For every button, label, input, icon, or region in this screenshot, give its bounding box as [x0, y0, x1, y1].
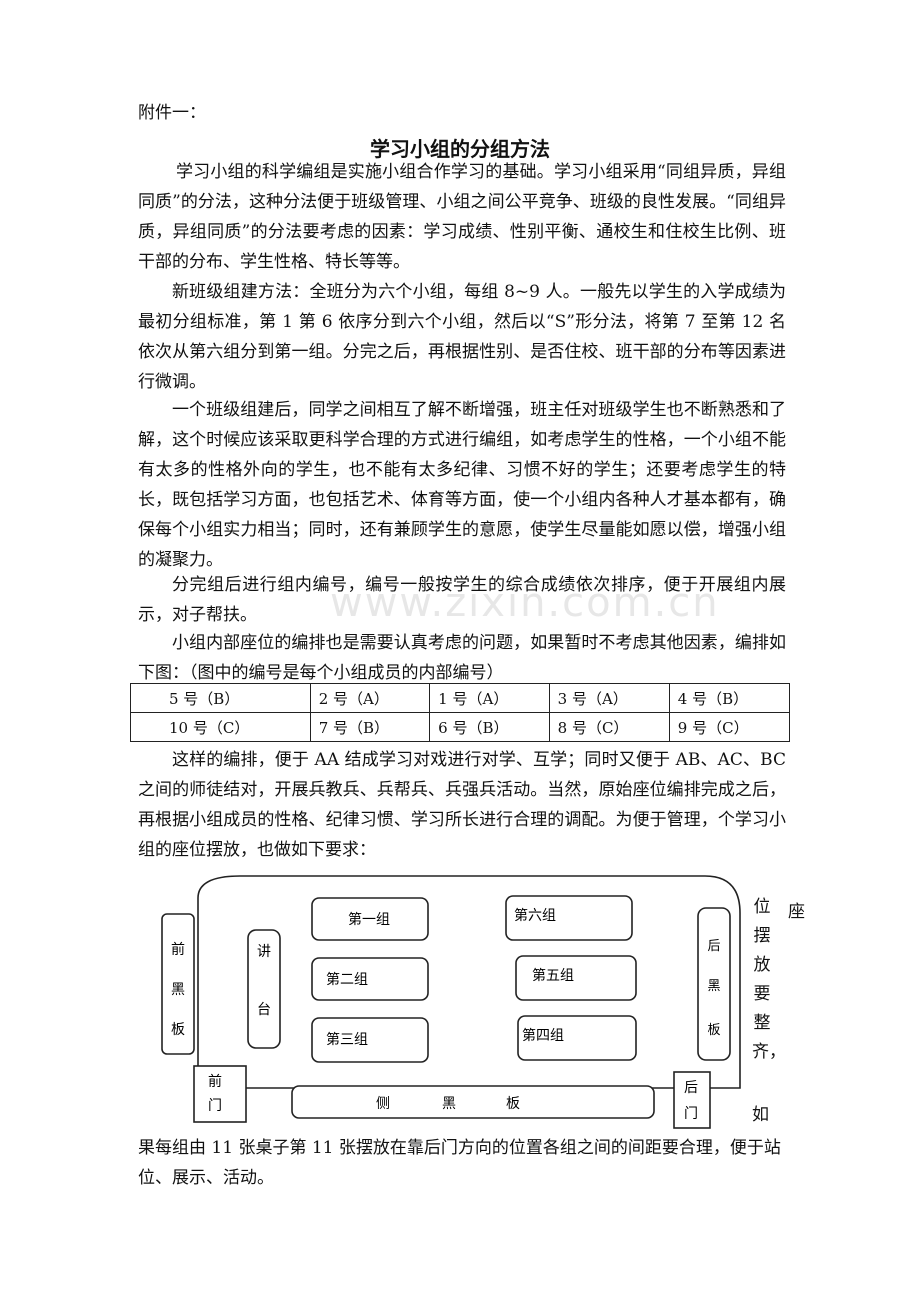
front-door [193, 1065, 247, 1123]
side-board-char: 黑 [442, 1096, 456, 1112]
table-cell: 7 号（B） [309, 712, 431, 742]
group-label: 第三组 [326, 1031, 368, 1048]
side-text-zuo: 座 [788, 902, 805, 922]
vertical-text: 位 摆 放 要 整 齐， [752, 893, 786, 1067]
table-cell: 8 号（C） [548, 712, 670, 742]
podium-char: 台 [257, 1002, 271, 1018]
front-board-char: 板 [171, 1022, 185, 1038]
back-board-char: 后 [707, 939, 720, 954]
podium [247, 929, 281, 1049]
table-row: 5 号（B） 2 号（A） 1 号（A） 3 号（A） 4 号（B） [130, 683, 791, 713]
front-board-char: 黑 [171, 982, 185, 998]
back-blackboard [697, 907, 731, 1061]
front-door-char: 门 [208, 1098, 222, 1114]
table-cell: 1 号（A） [429, 683, 550, 713]
table-cell: 5 号（B） [130, 683, 311, 713]
vertical-char: 要 [753, 984, 771, 1004]
back-door [673, 1071, 711, 1129]
table-row: 10 号（C） 7 号（B） 6 号（B） 8 号（C） 9 号（C） [130, 712, 791, 742]
table-cell: 2 号（A） [309, 683, 431, 713]
classroom-outline [197, 875, 741, 1089]
seat-table: 5 号（B） 2 号（A） 1 号（A） 3 号（A） 4 号（B） 10 号（… [130, 683, 791, 742]
paragraph-pairing: 这样的编排，便于 AA 结成学习对戏进行对学、互学；同时又便于 AB、AC、BC… [138, 750, 786, 860]
side-board-char: 侧 [376, 1096, 390, 1112]
group-label: 第六组 [514, 907, 556, 924]
group-label: 第二组 [326, 971, 368, 988]
table-cell: 3 号（A） [548, 683, 670, 713]
group-box [515, 955, 637, 1001]
front-board-char: 前 [171, 941, 185, 958]
table-cell: 9 号（C） [668, 712, 791, 742]
paragraph-final: 果每组由 11 张桌子第 11 张摆放在靠后门方向的位置各组之间的间距要合理，便… [138, 1138, 781, 1188]
group-box [505, 895, 633, 941]
vertical-char: 位 [753, 897, 771, 917]
podium-char: 讲 [257, 944, 271, 960]
group-box [311, 897, 429, 941]
paragraph-numbering: 分完组后进行组内编号，编号一般按学生的综合成绩依次排序，便于开展组内展示，对子帮… [138, 575, 786, 625]
paragraph-new-class: 新班级组建方法：全班分为六个小组，每组 8~9 人。一般先以学生的入学成绩为最初… [138, 282, 786, 392]
side-blackboard [291, 1085, 655, 1119]
group-box [311, 1017, 429, 1063]
back-door-char: 门 [684, 1106, 698, 1122]
page-title: 学习小组的分组方法 [370, 137, 550, 161]
vertical-char: 放 [753, 955, 771, 975]
table-cell: 10 号（C） [130, 712, 311, 742]
back-board-char: 板 [707, 1023, 720, 1038]
front-door-char: 前 [208, 1073, 222, 1090]
group-box [311, 957, 429, 1001]
side-board-char: 板 [506, 1096, 520, 1112]
vertical-char: 摆 [753, 926, 771, 946]
group-label: 第一组 [348, 911, 390, 928]
side-text-ru: 如 [752, 1105, 769, 1125]
table-cell: 4 号（B） [668, 683, 791, 713]
paragraph-regroup: 一个班级组建后，同学之间相互了解不断增强，班主任对班级学生也不断熟悉和了解，这个… [138, 400, 786, 570]
back-board-char: 黑 [707, 979, 720, 994]
back-door-char: 后 [684, 1080, 698, 1096]
watermark: www.zixin.com.cn [330, 580, 720, 626]
group-label: 第四组 [522, 1027, 564, 1044]
vertical-char: 整 [753, 1013, 771, 1033]
paragraph-seating: 小组内部座位的编排也是需要认真考虑的问题，如果暂时不考虑其他因素，编排如下图：（… [138, 633, 786, 683]
paragraph-intro: 学习小组的科学编组是实施小组合作学习的基础。学习小组采用“同组异质，异组同质”的… [138, 162, 786, 272]
group-label: 第五组 [532, 967, 574, 984]
table-cell: 6 号（B） [429, 712, 550, 742]
vertical-char: 齐， [752, 1042, 786, 1062]
attachment-label: 附件一： [138, 103, 206, 123]
classroom-diagram: 前 黑 板 讲 台 第一组 第二组 第三组 第六组 第五组 第四组 后 黑 板 … [161, 875, 741, 1129]
group-box [517, 1015, 637, 1061]
front-blackboard [161, 913, 195, 1055]
